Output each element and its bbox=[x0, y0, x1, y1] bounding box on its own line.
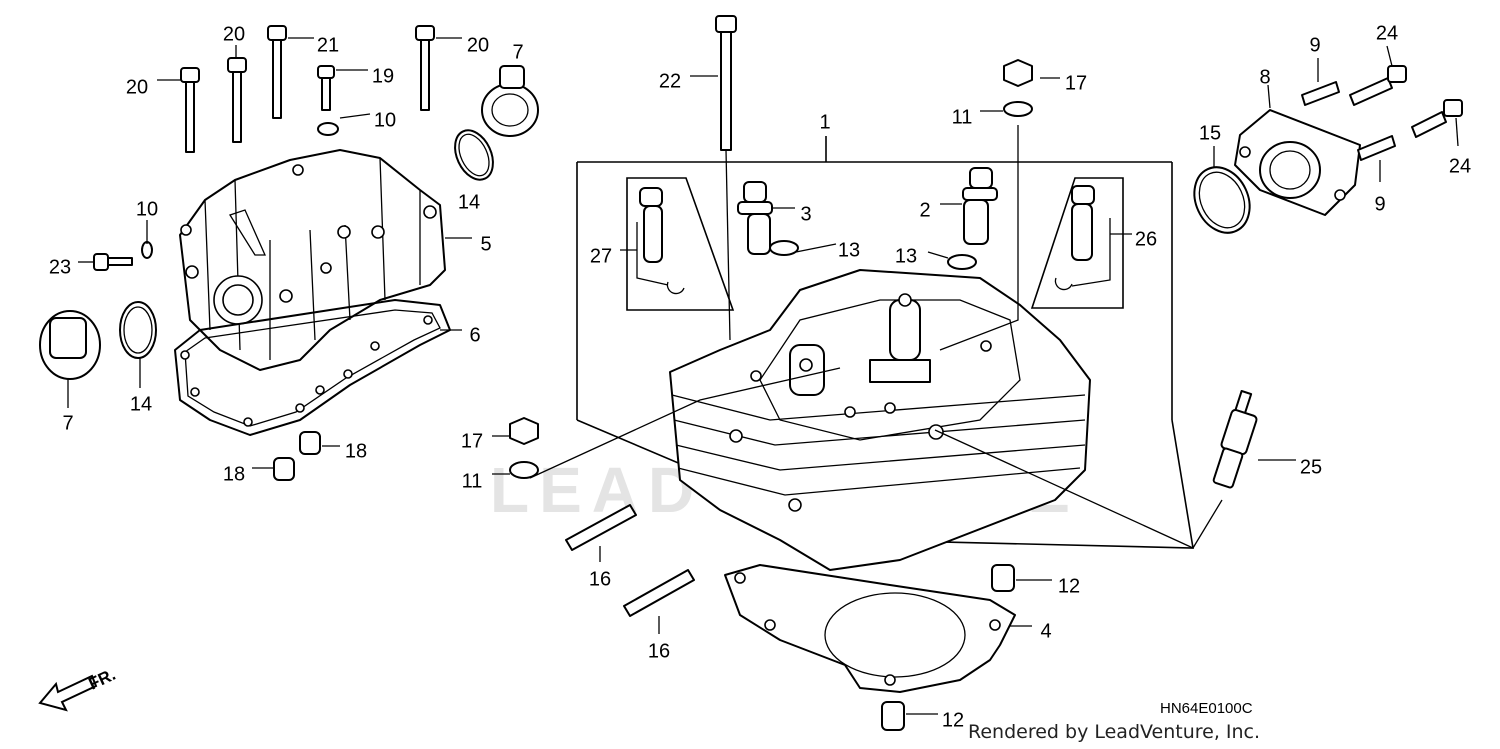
callout-c11b: 11 bbox=[462, 470, 483, 492]
dowel-pins-12 bbox=[881, 564, 1015, 731]
callout-c16a: 16 bbox=[589, 568, 611, 590]
callout-c27: 27 bbox=[590, 245, 612, 267]
callout-c3: 3 bbox=[800, 203, 811, 225]
callout-c24b: 24 bbox=[1449, 155, 1471, 177]
callout-c13a: 13 bbox=[838, 239, 860, 261]
head-leader-lines bbox=[529, 125, 1223, 549]
inset-27 bbox=[626, 177, 735, 311]
callout-c19: 19 bbox=[372, 65, 394, 87]
callout-c5: 5 bbox=[480, 233, 491, 255]
cover-bolts bbox=[93, 25, 435, 271]
callout-c9a: 9 bbox=[1309, 34, 1320, 56]
nut-washer-17-11 bbox=[509, 59, 1033, 479]
callout-c22: 22 bbox=[659, 70, 681, 92]
callout-c23: 23 bbox=[49, 256, 71, 278]
diagram-code: HN64E0100C bbox=[1160, 700, 1253, 717]
callout-c17b: 17 bbox=[461, 430, 483, 452]
callout-c20b: 20 bbox=[467, 34, 489, 56]
valve-guides bbox=[737, 167, 998, 270]
arrow-icon bbox=[38, 674, 98, 712]
cylinder-head bbox=[669, 269, 1091, 571]
callout-c16b: 16 bbox=[648, 640, 670, 662]
spark-plug bbox=[1212, 389, 1258, 489]
callout-c4: 4 bbox=[1040, 620, 1051, 642]
callout-c11a: 11 bbox=[952, 106, 973, 128]
inset-26 bbox=[1030, 177, 1124, 309]
callout-c12b: 12 bbox=[942, 709, 964, 731]
callout-c7a: 7 bbox=[512, 41, 523, 63]
callout-c7b: 7 bbox=[62, 412, 73, 434]
callout-c8: 8 bbox=[1259, 66, 1270, 88]
cover-gasket bbox=[174, 299, 451, 436]
callout-c25: 25 bbox=[1300, 456, 1322, 478]
callout-c14b: 14 bbox=[130, 393, 152, 415]
callout-c15: 15 bbox=[1199, 122, 1221, 144]
callout-c9b: 9 bbox=[1374, 193, 1385, 215]
callout-labels: 22 1 17 11 3 2 27 13 13 26 20 21 20 20 19 10 7 14 10 23 5 6 7 1… bbox=[49, 22, 1471, 731]
intake-insulator bbox=[1193, 109, 1361, 234]
callout-c24a: 24 bbox=[1376, 22, 1398, 44]
cylinder-head-cover bbox=[179, 149, 446, 371]
callout-leaders bbox=[67, 37, 1459, 715]
callout-c10a: 10 bbox=[374, 109, 396, 131]
callout-c20a: 20 bbox=[223, 23, 245, 45]
callout-c21: 21 bbox=[317, 34, 339, 56]
credit-line: Rendered by LeadVenture, Inc. bbox=[968, 721, 1260, 743]
oil-filler-caps bbox=[39, 65, 539, 380]
bolt-22 bbox=[715, 15, 737, 151]
callout-c26: 26 bbox=[1135, 228, 1157, 250]
callout-c18b: 18 bbox=[223, 463, 245, 485]
callout-c1: 1 bbox=[819, 111, 830, 133]
dowel-pins-18 bbox=[273, 431, 321, 481]
callout-c14a: 14 bbox=[458, 191, 480, 213]
callout-c12a: 12 bbox=[1058, 575, 1080, 597]
studs-16 bbox=[565, 504, 695, 617]
head-gasket bbox=[724, 564, 1016, 693]
callout-c10b: 10 bbox=[136, 198, 158, 220]
front-direction-arrow: FR. bbox=[38, 665, 119, 712]
callout-c18a: 18 bbox=[345, 440, 367, 462]
callout-c20c: 20 bbox=[126, 76, 148, 98]
callout-c13b: 13 bbox=[895, 245, 917, 267]
studs-9-bolts-24 bbox=[1301, 65, 1463, 161]
callout-c2: 2 bbox=[919, 199, 930, 221]
callout-c6: 6 bbox=[469, 324, 480, 346]
callout-c17a: 17 bbox=[1065, 72, 1087, 94]
